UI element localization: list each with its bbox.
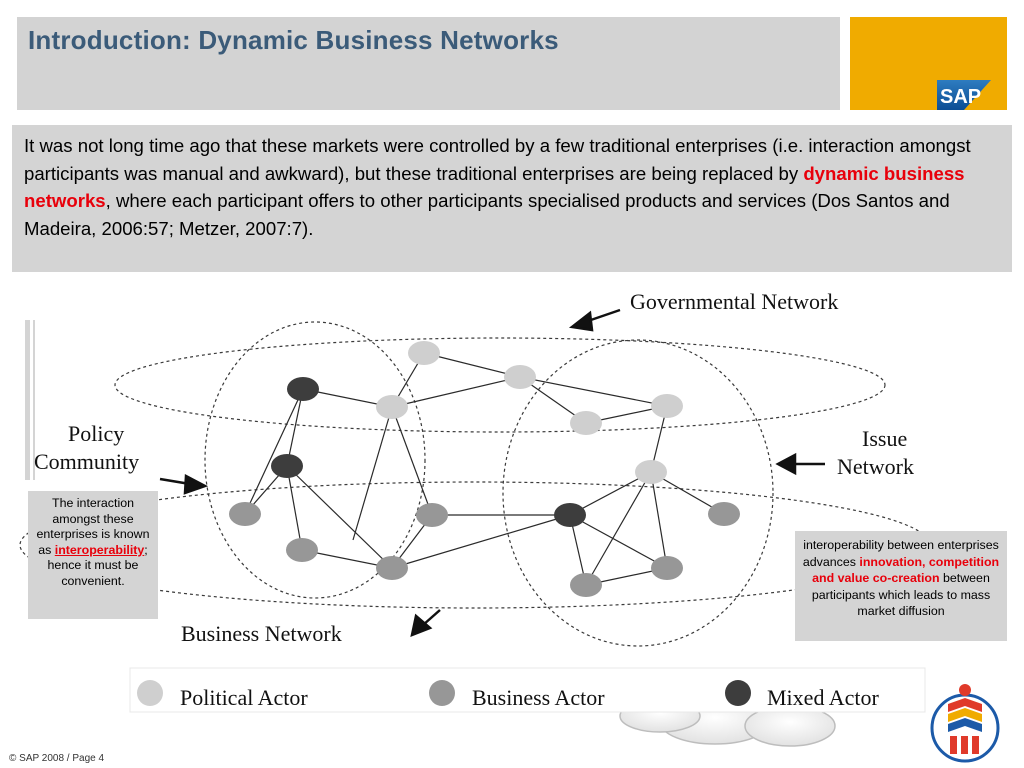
business-actor-node (229, 502, 261, 526)
political-actor-node (651, 394, 683, 418)
intro-highlight: dynamic business networks (24, 162, 965, 212)
network-nodes (229, 341, 740, 597)
callout-right-text2: between participants which leads to mass… (811, 571, 991, 618)
issue-network-ellipse (502, 339, 774, 647)
callout-right-highlight: innovation, competition and value co-cre… (812, 554, 1000, 586)
legend-mixed-label: Mixed Actor (767, 685, 879, 710)
title-bar: Introduction: Dynamic Business Networks (17, 17, 840, 110)
legend-business-swatch (429, 680, 455, 706)
issue-network-label-line2: Network (837, 454, 914, 479)
callout-right-text1: interoperability between enterprises adv… (802, 538, 999, 569)
intro-text-part1: It was not long time ago that these mark… (24, 135, 971, 184)
business-actor-node (651, 556, 683, 580)
political-actor-node (635, 460, 667, 484)
innovation-callout: interoperability between enterprises adv… (795, 531, 1007, 641)
political-actor-node (376, 395, 408, 419)
brand-logo-block: SAP (850, 17, 1007, 110)
page-title: Introduction: Dynamic Business Networks (28, 25, 559, 55)
intro-text-box: It was not long time ago that these mark… (12, 125, 1012, 272)
mixed-actor-node (554, 503, 586, 527)
business-actor-node (570, 573, 602, 597)
callout-left-highlight: interoperability (54, 542, 145, 557)
political-actor-node (504, 365, 536, 389)
interoperability-callout: The interaction amongst these enterprise… (28, 491, 158, 619)
legend-business-label: Business Actor (472, 685, 605, 710)
business-actor-node (416, 503, 448, 527)
footer-copyright: © SAP 2008 / Page 4 (9, 753, 105, 764)
business-actor-node (376, 556, 408, 580)
policy-community-label-line2: Community (34, 449, 139, 474)
legend-mixed-swatch (725, 680, 751, 706)
issue-network-label-line1: Issue (862, 426, 907, 451)
callout-left-text1: The interaction amongst these enterprise… (36, 496, 150, 557)
svg-text:SAP: SAP (940, 86, 981, 108)
policy-community-ellipse (204, 321, 426, 599)
legend: Political Actor Business Actor Mixed Act… (137, 680, 879, 710)
business-network-label: Business Network (181, 621, 342, 646)
governmental-network-label: Governmental Network (630, 289, 838, 314)
business-actor-node (708, 502, 740, 526)
governmental-network-ellipse (114, 337, 886, 433)
business-actor-node (286, 538, 318, 562)
political-actor-node (408, 341, 440, 365)
mixed-actor-node (287, 377, 319, 401)
political-actor-node (570, 411, 602, 435)
legend-political-swatch (137, 680, 163, 706)
callout-left-text2: ; hence it must be convenient. (47, 542, 148, 588)
university-logo-icon (930, 684, 1000, 763)
sap-logo-icon: SAP (937, 80, 991, 110)
intro-text-part2: , where each participant offers to other… (24, 190, 950, 239)
mixed-actor-node (271, 454, 303, 478)
arrow-icons (159, 308, 825, 638)
legend-political-label: Political Actor (180, 685, 308, 710)
policy-community-label-line1: Policy (68, 421, 124, 446)
